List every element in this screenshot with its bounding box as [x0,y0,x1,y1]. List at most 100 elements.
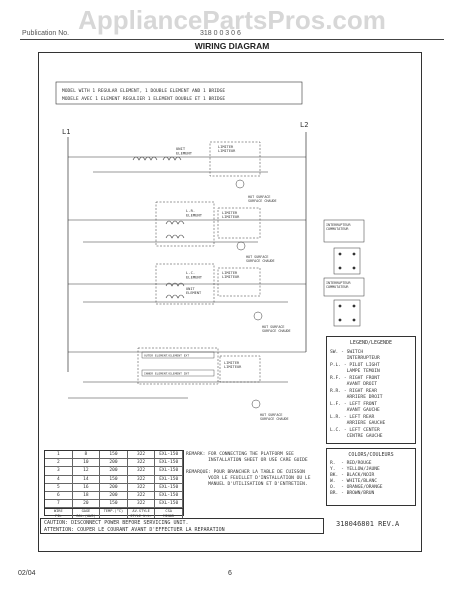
wire-table-header-cell: CSA MINOR [155,509,183,522]
wire-table-cell: 150 [100,500,128,508]
wire-table-cell: 322 [128,451,156,459]
wire-table-cell: 322 [128,475,156,483]
legend-item: L.C. - LEFT CENTER CENTRE GAUCHE [330,428,383,439]
legend-item: P.L. - PILOT LIGHT LAMPE TEMOIN [330,363,380,374]
circuit-bridge: OUTER ELEMENT/ELEMENT EXT INNER ELEMENT/… [68,347,306,421]
wire-table-cell: EXL-150 [155,500,183,508]
bus-l1-label: L1 [62,128,70,136]
wire-table-cell: 322 [128,467,156,475]
color-item: BR. - BROWN/BRUN [330,491,375,496]
color-item: O. - ORANGE/ORANGE [330,485,383,490]
publication-number: 318 0 0 3 0 6 [200,30,241,37]
wire-table-header-cell: GAGE CAL.(AWG) [73,509,101,522]
legend-item: SW. - SWITCH INTERRUPTEUR [330,350,380,361]
wire-table-cell: 6 [45,491,73,500]
model-banner-line1: MODEL WITH 1 REGULAR ELEMENT, 1 DOUBLE E… [62,88,225,94]
diagram-frame [38,52,422,552]
legend-title: LEGEND/LEGENDE [349,340,393,346]
remark-french: REMARQUE: POUR BRANCHER LA TABLE DE CUIS… [186,470,311,487]
wire-table-cell: 2 [45,459,73,467]
legend-item: L.R. - LEFT REAR ARRIERE GAUCHE [330,415,386,426]
watermark: AppliancePartsPros.com [78,5,386,35]
wire-table-cell: 8 [73,451,101,459]
color-item: Y. - YELLOW/JAUNE [330,467,380,472]
wire-table-cell: 18 [73,491,101,500]
wire-table-header-cell: TEMP.(°C) [100,509,128,522]
wire-table-header-cell: AV.STYLE STYLE U.L. [128,509,156,522]
model-banner-box [55,81,303,105]
wire-table-cell: 12 [73,467,101,475]
caution-box: CAUTION: DISCONNECT POWER BEFORE SERVICI… [40,518,324,534]
inner-element-label: INNER ELEMENT/ELEMENT INT [144,372,189,376]
wire-table-cell: EXL-150 [155,459,183,467]
wire-table-cell: 3 [45,467,73,475]
wire-table-cell: 14 [73,475,101,483]
switch-1-schematic [333,247,361,275]
color-item: BK. - BLACK/NOIR [330,473,375,478]
wire-table-cell: 5 [45,483,73,491]
bus-l2-label: L2 [300,121,308,129]
page-title: WIRING DIAGRAM [194,41,270,51]
switch-2-schematic [333,299,361,327]
wire-table-cell: EXL-150 [155,475,183,483]
caution-french: ATTENTION: COUPER LE COURANT AVANT D'EFF… [44,527,225,533]
publication-label: Publication No. [22,30,70,37]
wire-table-cell: EXL-150 [155,451,183,459]
wire-table-cell: 150 [100,451,128,459]
legend-item: R.R. - RIGHT REAR ARRIERE DROIT [330,389,383,400]
wire-table-cell: 200 [100,491,128,500]
color-item: W. - WHITE/BLANC [330,479,378,484]
wire-table-cell: 1 [45,451,73,459]
outer-element-label: OUTER ELEMENT/ELEMENT EXT [144,354,189,358]
wire-table-cell: 200 [100,483,128,491]
lr-element-label: L.R.ELEMENT [186,208,203,217]
wire-table-cell: 322 [128,500,156,508]
legend-box: LEGEND/LEGENDE SW. - SWITCH INTERRUPTEUR… [326,336,416,444]
model-banner-line2: MODELE AVEC 1 ELEMENT REGULIER 1 ELEMENT… [62,96,225,102]
wire-table-cell: 200 [100,459,128,467]
wire-table-cell: EXL-150 [155,483,183,491]
lc-element-label: L.C.ELEMENT [186,270,203,279]
wire-table-header-cell: WIRE FIL [45,509,73,522]
wire-table-cell: 4 [45,475,73,483]
wire-table-cell: EXL-150 [155,467,183,475]
footer-date: 02/04 [18,570,36,577]
footer-page: 6 [228,570,232,577]
wire-table-cell: 16 [73,483,101,491]
header-rule [20,39,444,40]
color-item: R. - RED/ROUGE [330,461,372,466]
legend-item: L.F. - LEFT FRONT AVANT GAUCHE [330,402,380,413]
wire-table-cell: 322 [128,491,156,500]
wire-table-cell: 200 [100,467,128,475]
remark-english: REMARK: FOR CONNECTING THE PLATFORM SEE … [186,452,308,463]
wire-table-cell: 322 [128,459,156,467]
legend-item: R.F. - RIGHT FRONT AVANT DROIT [330,376,380,387]
part-number: 318046801 REV.A [336,520,400,528]
colors-title: COLORS/COULEURS [348,452,394,458]
legend-list: SW. - SWITCH INTERRUPTEUR P.L. - PILOT LI… [330,350,412,439]
